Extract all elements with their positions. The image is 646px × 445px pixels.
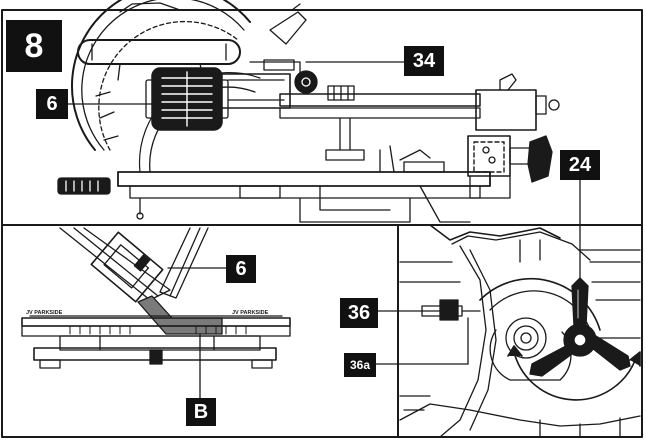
- base-side: [57, 145, 491, 223]
- bottom-left-leaders: [167, 267, 227, 399]
- callout-6-front: 6: [226, 255, 256, 283]
- callout-36a: 36a: [344, 353, 376, 377]
- motor-housing: [145, 67, 229, 131]
- front-view-table: [21, 315, 291, 369]
- star-knob-24: [529, 277, 631, 377]
- ruler-label-left: JV PARKSIDE: [26, 310, 63, 316]
- detail-housing: [399, 224, 641, 438]
- knob-34: [294, 70, 355, 101]
- callout-24-star-knob: 24: [560, 150, 600, 180]
- arm-body: [221, 3, 307, 109]
- blade-guard: [71, 0, 251, 151]
- rear-clamp-assembly: [467, 135, 553, 199]
- bevel-arm-highlight: [137, 295, 223, 335]
- callout-36-bolt: 36: [340, 298, 378, 328]
- ruler-label-right: JV PARKSIDE: [232, 310, 269, 316]
- slide-rails: [279, 73, 560, 161]
- callout-B-bevel: B: [186, 398, 216, 426]
- bottom-panel-frame: [1, 224, 643, 438]
- rotation-arrow: [507, 345, 641, 401]
- bottom-right-leaders: [375, 310, 469, 365]
- callout-6-motor: 6: [36, 89, 68, 119]
- figure-number-label: 8: [6, 20, 62, 72]
- lock-bolt-36: [421, 299, 481, 321]
- callout-34-knob: 34: [404, 46, 444, 76]
